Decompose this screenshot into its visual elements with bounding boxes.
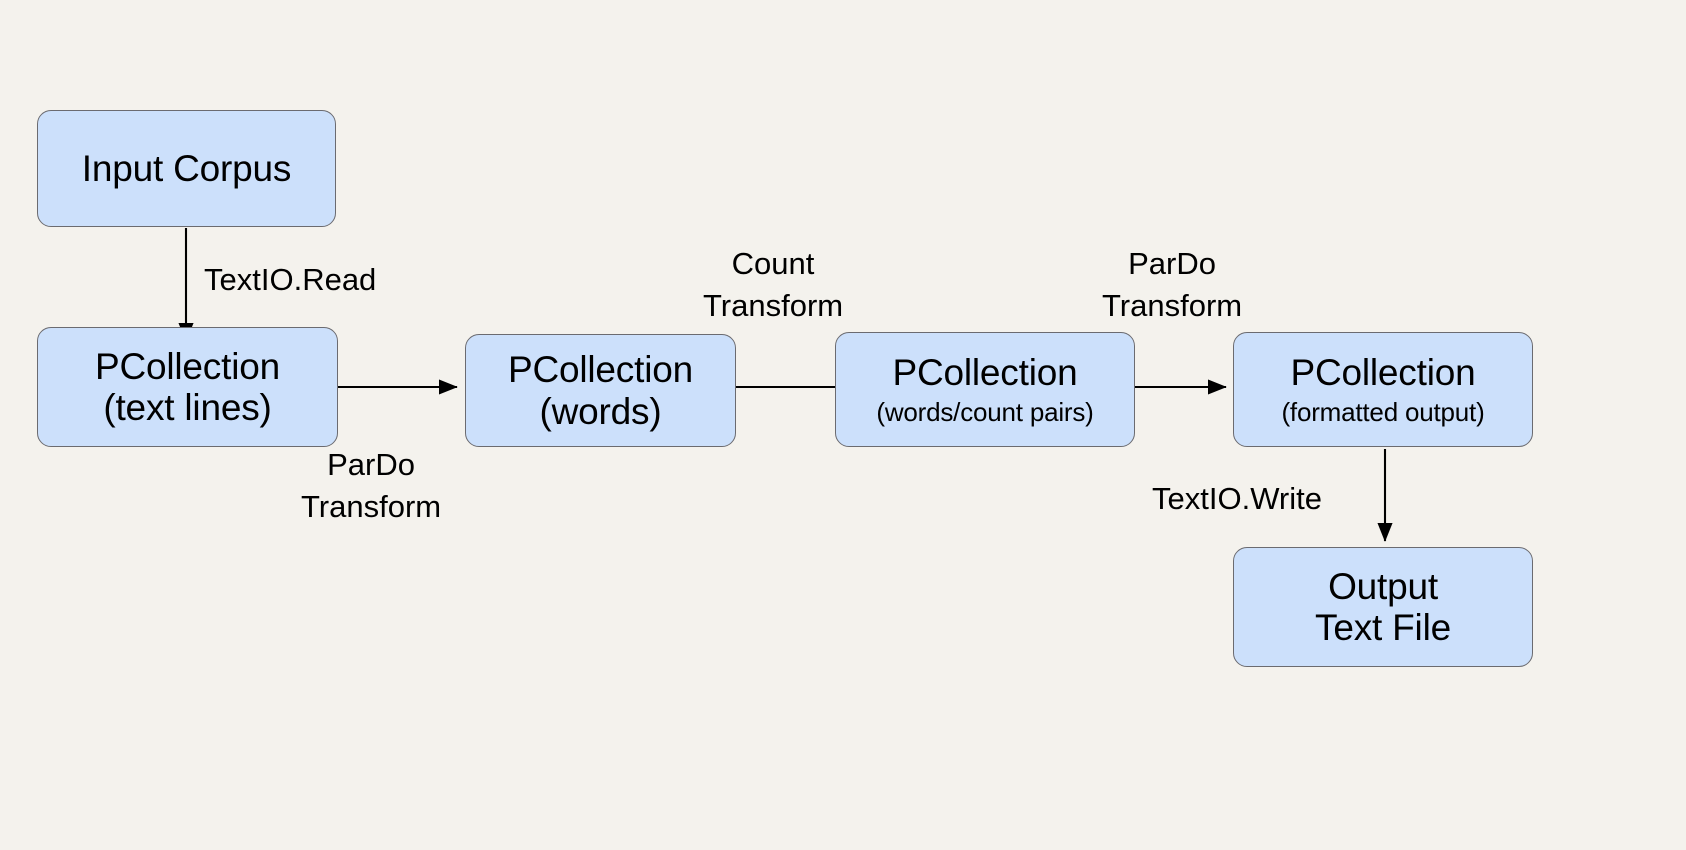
edge-label-pardo-transform-1-line1: ParDo (327, 447, 415, 482)
node-output-text-file[interactable]: Output Text File (1233, 547, 1533, 667)
node-pcollection-formatted-output[interactable]: PCollection (formatted output) (1233, 332, 1533, 447)
node-pcollection-words-title: PCollection (508, 349, 693, 391)
edge-label-textio-read: TextIO.Read (204, 259, 376, 301)
edge-label-pardo-transform-2-line2: Transform (1102, 287, 1243, 323)
node-pcollection-text-lines-subtitle: (text lines) (103, 387, 272, 428)
edge-label-pardo-transform-2: ParDo Transform (1102, 243, 1242, 326)
node-pcollection-word-count-pairs[interactable]: PCollection (words/count pairs) (835, 332, 1135, 447)
node-pcollection-word-count-pairs-title: PCollection (892, 352, 1078, 394)
node-pcollection-words-subtitle: (words) (539, 390, 662, 432)
node-output-text-file-title: Output (1328, 565, 1438, 607)
edge-label-count-transform: Count Transform (703, 243, 843, 326)
node-input-corpus[interactable]: Input Corpus (37, 110, 336, 227)
node-input-corpus-title: Input Corpus (81, 147, 292, 189)
node-pcollection-words[interactable]: PCollection (words) (465, 334, 736, 447)
edge-label-count-transform-line2: Transform (703, 287, 844, 323)
edge-label-textio-write-line1: TextIO.Write (1152, 481, 1322, 516)
edge-label-pardo-transform-1: ParDo Transform (301, 444, 441, 527)
edge-label-pardo-transform-2-line1: ParDo (1128, 246, 1216, 281)
edge-label-pardo-transform-1-line2: Transform (301, 488, 442, 524)
edge-label-count-transform-line1: Count (731, 246, 815, 281)
node-pcollection-text-lines[interactable]: PCollection (text lines) (37, 327, 338, 447)
node-pcollection-word-count-pairs-subtitle: (words/count pairs) (876, 396, 1094, 427)
node-pcollection-formatted-output-subtitle: (formatted output) (1281, 396, 1485, 427)
node-output-text-file-subtitle: Text File (1315, 607, 1451, 648)
edge-label-textio-write: TextIO.Write (1152, 478, 1322, 520)
edge-label-textio-read-line1: TextIO.Read (204, 262, 377, 297)
node-pcollection-formatted-output-title: PCollection (1290, 352, 1476, 394)
node-pcollection-text-lines-title: PCollection (95, 345, 280, 387)
